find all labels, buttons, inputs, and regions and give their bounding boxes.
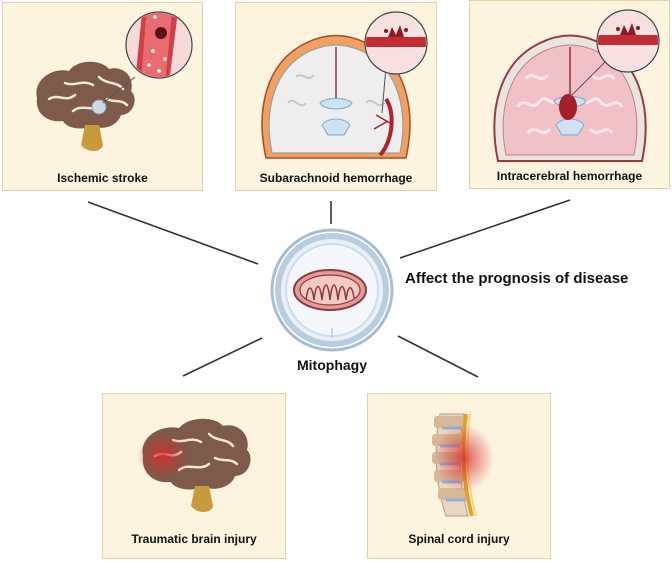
- brain-cross-section-icon: [493, 34, 647, 162]
- panel-traumatic-brain-injury: Traumatic brain injury: [102, 393, 286, 559]
- connector-intracerebral: [399, 199, 571, 259]
- mitochondrion-cell-icon: [270, 228, 394, 352]
- connector-traumatic: [182, 337, 263, 377]
- brain-icon: [36, 61, 135, 151]
- hematoma: [559, 94, 577, 120]
- ischemic-stroke-illustration: [36, 11, 193, 151]
- spinal-cord-illustration: [432, 413, 494, 517]
- panel-spinal-cord-injury: Spinal cord injury: [367, 393, 551, 559]
- panel-subarachnoid-hemorrhage: Subarachnoid hemorrhage: [235, 2, 437, 191]
- panel-intracerebral-hemorrhage: Intracerebral hemorrhage: [469, 0, 670, 189]
- lesion-marker: [91, 99, 107, 115]
- label-ischemic-stroke: Ischemic stroke: [57, 171, 148, 185]
- zoom-inset: [364, 11, 428, 75]
- prognosis-label: Affect the prognosis of disease: [405, 270, 629, 287]
- brain-cross-section-icon: [261, 34, 411, 159]
- injury-glow: [434, 424, 494, 492]
- panel-ischemic-stroke: Ischemic stroke: [2, 2, 203, 191]
- label-spinal-cord-injury: Spinal cord injury: [408, 532, 510, 546]
- label-subarachnoid-hemorrhage: Subarachnoid hemorrhage: [259, 171, 413, 185]
- zoom-inset: [125, 11, 193, 79]
- injury-glow: [137, 432, 189, 480]
- subarachnoid-illustration: [261, 11, 428, 159]
- traumatic-brain-illustration: [137, 418, 251, 512]
- label-intracerebral-hemorrhage: Intracerebral hemorrhage: [496, 169, 643, 183]
- intracerebral-illustration: [493, 9, 660, 162]
- label-traumatic-brain-injury: Traumatic brain injury: [131, 532, 257, 546]
- mitochondrion-icon: [293, 269, 367, 311]
- zoom-inset: [596, 9, 660, 73]
- mitophagy-label: Mitophagy: [297, 357, 367, 373]
- connector-ischemic: [87, 201, 259, 265]
- connector-spinal: [397, 335, 479, 378]
